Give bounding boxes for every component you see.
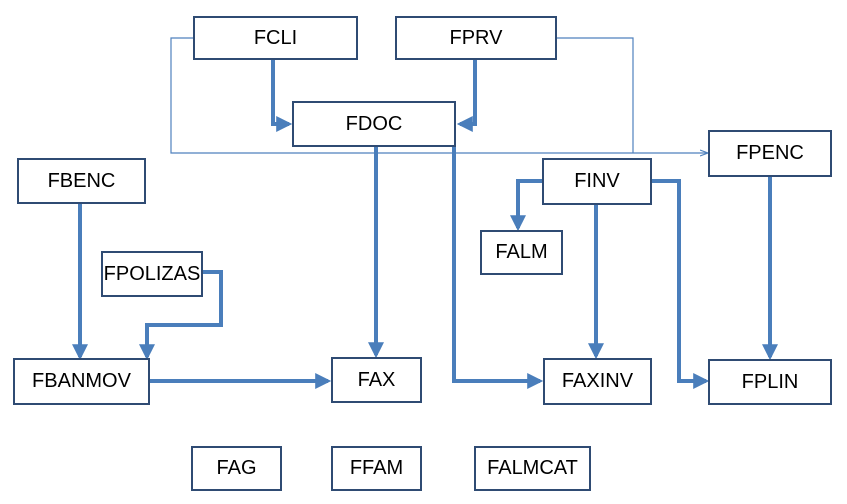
node-fag: FAG <box>191 446 282 491</box>
node-falmcat: FALMCAT <box>474 446 591 491</box>
node-fprv: FPRV <box>395 16 557 60</box>
connector-fprv-branch <box>556 37 634 153</box>
arrow-fdoc-to-faxinv <box>452 146 544 389</box>
node-fpenc: FPENC <box>708 130 832 177</box>
arrow-fpolizas-to-fbanmov <box>139 270 223 361</box>
arrow-fcli-to-fdoc <box>271 59 293 132</box>
node-falm: FALM <box>480 230 563 275</box>
node-fpolizas: FPOLIZAS <box>101 251 203 297</box>
node-fbenc: FBENC <box>17 158 146 204</box>
node-faxinv: FAXINV <box>543 358 652 405</box>
node-fax: FAX <box>331 357 422 403</box>
node-ffam: FFAM <box>331 446 422 491</box>
arrow-finv-to-falm <box>510 179 543 232</box>
node-fbanmov: FBANMOV <box>13 358 150 405</box>
node-fdoc: FDOC <box>292 101 456 147</box>
connector-fcli-fprv-to-fpenc <box>170 37 707 153</box>
arrow-finv-to-fplin <box>651 179 710 389</box>
node-fcli: FCLI <box>193 16 358 60</box>
arrow-fprv-to-fdoc <box>456 59 477 132</box>
node-fplin: FPLIN <box>708 359 832 405</box>
node-finv: FINV <box>542 158 652 205</box>
